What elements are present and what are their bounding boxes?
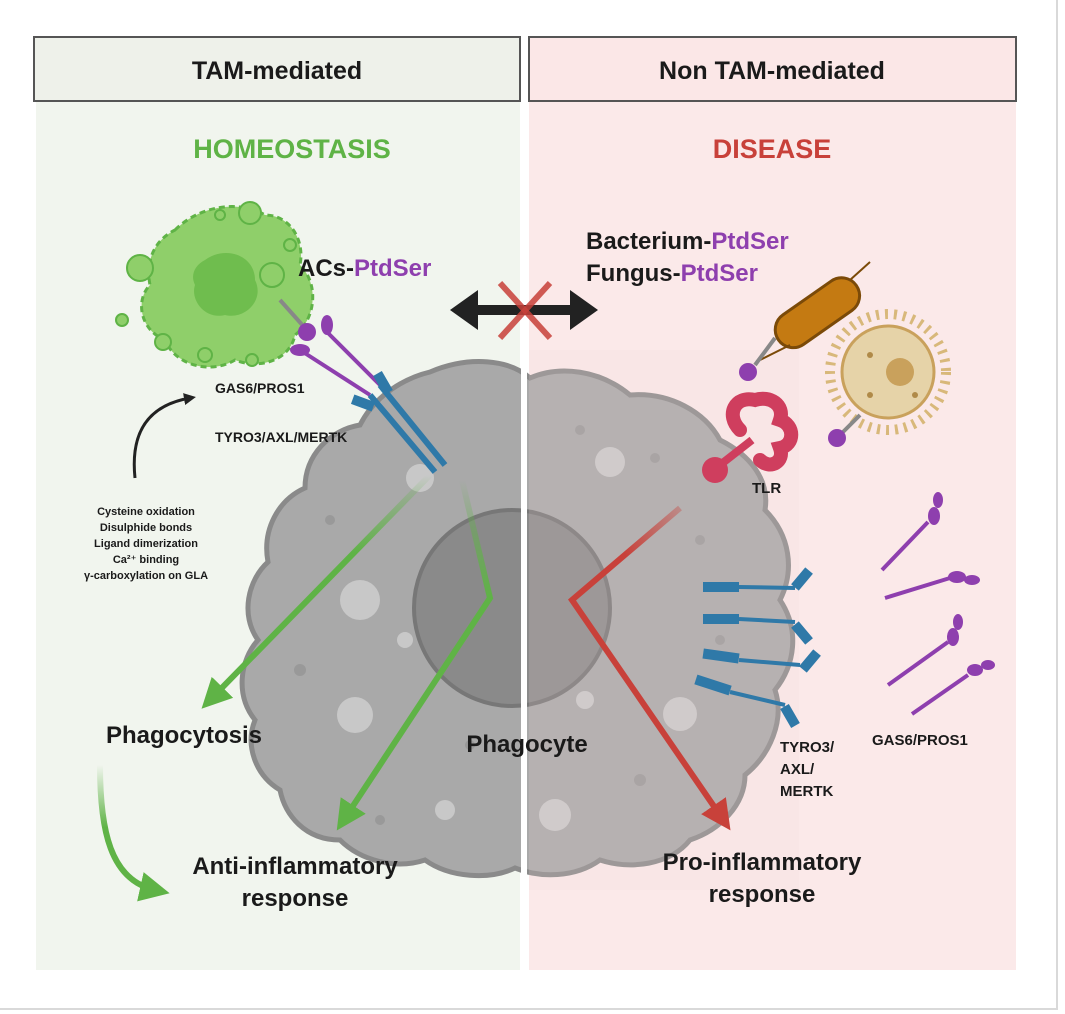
right-receptor-line-1: TYRO3/ <box>780 739 835 756</box>
right-header-box <box>528 36 1017 102</box>
mod-line-5: γ-carboxylation on GLA <box>84 570 208 582</box>
mod-line-3: Ligand dimerization <box>94 538 198 550</box>
phagocytosis-arrow <box>201 472 433 709</box>
apoptotic-cell-icon <box>115 201 315 369</box>
left-tam-receptor-label: TYRO3/AXL/MERTK <box>215 429 347 445</box>
acs-ptdser-label: ACs-PtdSer <box>298 255 431 282</box>
anti-inflammatory-arrow <box>336 479 494 831</box>
pro-inflammatory-label-1: Pro-inflammatory <box>663 849 862 876</box>
right-header-label: Non TAM-mediated <box>659 57 885 85</box>
left-header-box <box>33 36 521 102</box>
mod-line-4: Ca²⁺ binding <box>113 554 179 566</box>
right-receptor-line-3: MERTK <box>780 783 833 800</box>
pro-inflammatory-arrow <box>567 505 731 831</box>
homeostasis-label: HOMEOSTASIS <box>193 134 391 164</box>
left-gas6-label: GAS6/PROS1 <box>215 380 305 396</box>
left-header-label: TAM-mediated <box>192 57 362 85</box>
disease-label: DISEASE <box>713 134 832 164</box>
bacterium-icon <box>739 261 871 381</box>
mod-line-1: Cysteine oxidation <box>97 506 195 518</box>
right-receptor-line-2: AXL/ <box>780 761 815 778</box>
left-ligand-receptor-icon <box>278 298 448 474</box>
tlr-receptor-icon <box>702 391 799 483</box>
fungus-icon <box>825 309 951 447</box>
modification-arrow <box>132 393 196 479</box>
pro-inflammatory-label-2: response <box>709 881 816 908</box>
tam-receptor-icon <box>694 567 821 729</box>
phagocyte-label: Phagocyte <box>466 731 587 758</box>
phagocytosis-to-response-arrow <box>97 764 170 902</box>
mod-line-2: Disulphide bonds <box>100 522 192 534</box>
phagocyte-cell-icon <box>239 359 796 879</box>
anti-inflammatory-label-2: response <box>242 885 349 912</box>
tlr-label: TLR <box>752 480 781 497</box>
gas6-ligand-icon <box>880 492 995 716</box>
bacterium-ptdser-label: Bacterium-PtdSer <box>586 228 789 255</box>
anti-inflammatory-label-1: Anti-inflammatory <box>192 853 398 880</box>
right-gas6-label: GAS6/PROS1 <box>872 732 968 749</box>
no-interaction-cross-icon <box>450 280 598 341</box>
phagocytosis-label: Phagocytosis <box>106 722 262 749</box>
fungus-ptdser-label: Fungus-PtdSer <box>586 260 758 287</box>
